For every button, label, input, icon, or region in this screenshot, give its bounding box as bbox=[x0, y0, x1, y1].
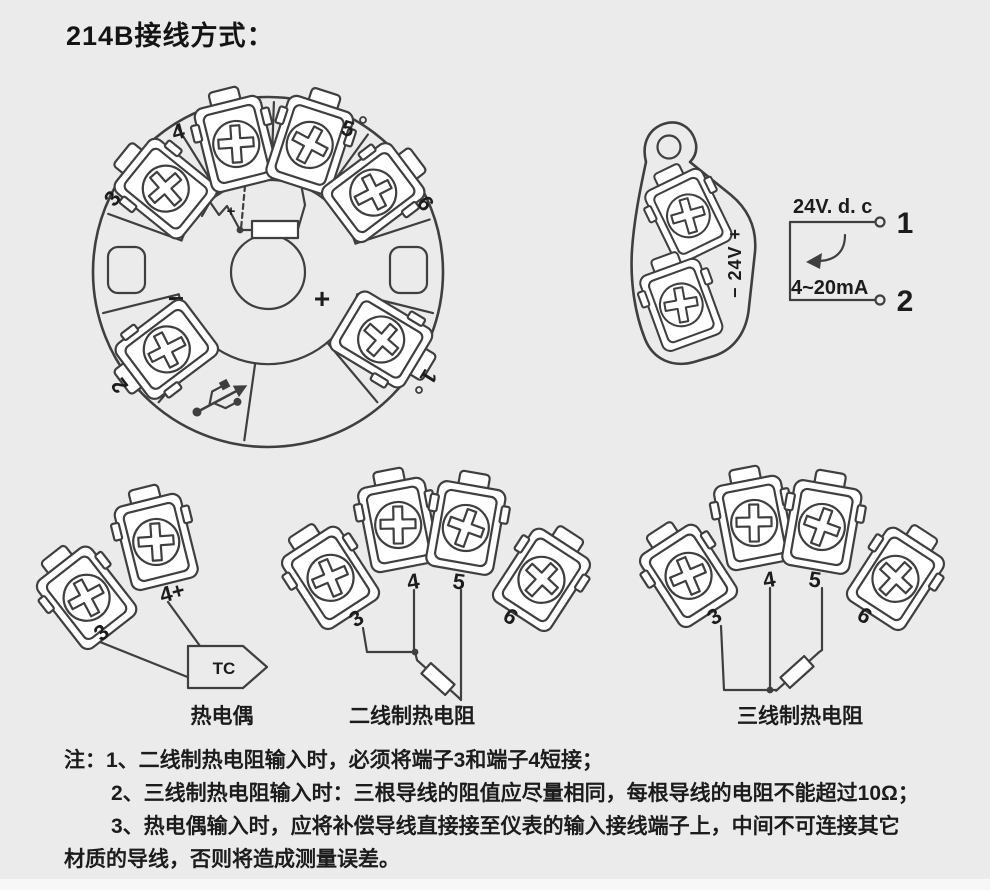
usb-icon bbox=[192, 378, 248, 417]
current-loop-schematic: 24V. d. c 1 2 4~20mA bbox=[788, 196, 914, 318]
current-flow-arrow bbox=[815, 233, 847, 263]
loop-terminal-circle-1 bbox=[874, 216, 886, 228]
sensor-input-wiring: + bbox=[200, 182, 307, 240]
tc-terminal-screw-4 bbox=[102, 476, 207, 595]
rtd2-wire-to-resistor bbox=[413, 650, 419, 662]
thermocouple-diagram: 3 4+ TC 热电偶 bbox=[19, 476, 269, 728]
tc-sensor-body bbox=[186, 644, 269, 690]
three-wire-rtd-diagram: 3 4 5 6 三线制热电阻 bbox=[623, 459, 961, 728]
tc-terminal-label-4: 4+ bbox=[157, 577, 188, 608]
loop-current-label: 4~20mA bbox=[791, 277, 868, 299]
note-line-1: 注：1、二线制热电阻输入时，必须将端子3和端子4短接； bbox=[64, 749, 604, 772]
rtd2-resistor-symbol bbox=[411, 653, 465, 705]
tc-caption: 热电偶 bbox=[191, 704, 254, 728]
rtd3-caption: 三线制热电阻 bbox=[737, 704, 863, 728]
clip-mount-hole bbox=[656, 134, 682, 160]
supply-voltage-label: 24V. d. c bbox=[793, 196, 872, 218]
page-title: 214B接线方式： bbox=[66, 21, 275, 51]
note-line-3: 3、热电偶输入时，应将补偿导线直接接至仪表的输入接线端子上，中间不可连接其它 bbox=[111, 815, 900, 838]
polarity-label: − 24V + bbox=[725, 228, 745, 298]
rtd3-resistor-symbol bbox=[770, 646, 824, 698]
rtd3-wire-5-joint bbox=[816, 648, 824, 655]
center-hole bbox=[229, 233, 307, 311]
transmitter-head-diagram: + − + 3 4 5 6 1 2 bbox=[91, 78, 451, 449]
tc-wire-4 bbox=[166, 600, 202, 648]
two-wire-rtd-diagram: 3 4 5 6 二线制热电阻 bbox=[265, 461, 607, 728]
rtd2-terminal-label-5: 5 bbox=[451, 568, 467, 594]
rtd2-terminal-label-3: 3 bbox=[344, 605, 368, 633]
current-flow-arrowhead bbox=[806, 253, 822, 269]
power-terminal-clip: − 24V + bbox=[627, 121, 757, 366]
page-bottom-margin bbox=[0, 879, 990, 890]
note-line-2: 2、三线制热电阻输入时：三根导线的阻值应尽量相同，每根导线的电阻不能超过10Ω； bbox=[111, 782, 919, 805]
loop-terminal-label-1: 1 bbox=[897, 207, 914, 240]
loop-terminal-label-2: 2 bbox=[897, 285, 914, 318]
tc-wire-3 bbox=[98, 640, 192, 680]
head-plus-label: + bbox=[314, 283, 330, 314]
rtd2-caption: 二线制热电阻 bbox=[349, 704, 475, 728]
terminal-index-dot-5 bbox=[359, 116, 367, 124]
rtd3-terminal-label-4: 4 bbox=[761, 566, 778, 593]
rtd2-terminal-screw-5 bbox=[417, 464, 517, 579]
rtd3-terminal-label-5: 5 bbox=[807, 566, 823, 592]
terminal-index-dot-1 bbox=[415, 386, 423, 394]
wire-plus-label: + bbox=[227, 203, 236, 220]
rtd3-wire-3 bbox=[719, 624, 779, 692]
rtd3-terminal-label-3: 3 bbox=[702, 603, 726, 631]
wiring-diagram-canvas: + − + 3 4 5 6 1 2 bbox=[19, 78, 961, 728]
loop-terminal-circle-2 bbox=[874, 294, 886, 306]
rtd3-terminal-screw-5 bbox=[773, 463, 873, 578]
bridge-resistor bbox=[250, 219, 300, 240]
tc-sensor-label: TC bbox=[213, 659, 236, 678]
notes-block: 注：1、二线制热电阻输入时，必须将端子3和端子4短接； 2、三线制热电阻输入时：… bbox=[64, 744, 969, 876]
rtd2-wire-5-joint bbox=[456, 695, 463, 702]
note-line-4: 材质的导线，否则将造成测量误差。 bbox=[64, 848, 400, 871]
rtd3-junction-dot bbox=[766, 686, 774, 694]
rtd2-terminal-label-4: 4 bbox=[405, 568, 422, 595]
rtd2-wire-3 bbox=[361, 626, 417, 654]
right-cutout bbox=[388, 245, 429, 295]
left-cutout bbox=[106, 245, 147, 295]
